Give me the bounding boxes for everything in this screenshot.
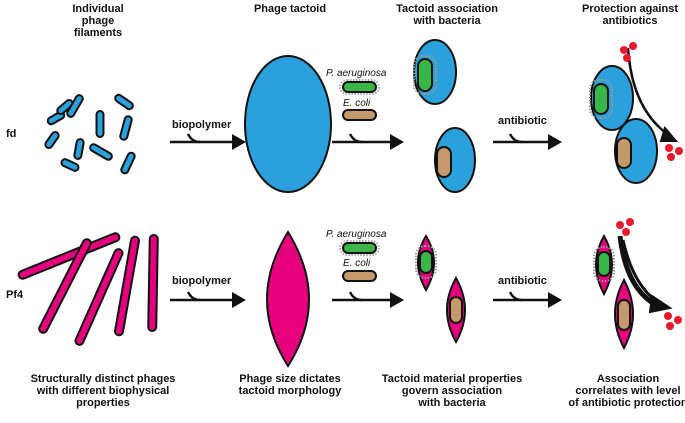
antibiotic-label-top: antibiotic: [498, 115, 547, 127]
biopolymer-label-top: biopolymer: [172, 119, 232, 131]
pf4-protection: [593, 233, 673, 351]
footer-phage-size: Phage size dictates tactoid morphology: [238, 373, 342, 397]
species-ec-top: E. coli: [343, 98, 371, 109]
fd-filaments: [44, 93, 136, 175]
header-tactoid-association: Tactoid association with bacteria: [396, 3, 498, 27]
species-ec-bottom: E. coli: [343, 258, 371, 269]
row-label-fd: fd: [6, 128, 17, 140]
pf4-filaments: [17, 232, 159, 346]
species-pa-bottom: P. aeruginosa: [326, 229, 387, 240]
biopolymer-label-bottom: biopolymer: [172, 275, 232, 287]
row-label-pf4: Pf4: [6, 289, 24, 301]
header-protection: Protection against antibiotics: [582, 3, 678, 27]
header-individual-phage: Individual phage filaments: [72, 3, 124, 39]
arrows: [170, 133, 548, 302]
arrowheads: [232, 134, 562, 308]
legend-bacteria: [339, 79, 380, 282]
pf4-tactoid: [266, 230, 310, 368]
fd-association: [413, 39, 476, 193]
footer-tactoid-material: Tactoid material properties govern assoc…: [381, 373, 523, 409]
antibiotic-label-bottom: antibiotic: [498, 275, 547, 287]
fd-protection: [589, 47, 679, 184]
antibiotic-molecules-bottom: [616, 218, 682, 330]
fd-tactoid: [244, 55, 332, 193]
footer-structurally-distinct: Structurally distinct phages with differ…: [30, 373, 176, 409]
species-pa-top: P. aeruginosa: [326, 68, 387, 79]
antibiotic-molecules-top: [620, 42, 683, 161]
footer-association: Association correlates with level of ant…: [568, 373, 685, 409]
header-phage-tactoid: Phage tactoid: [253, 3, 327, 15]
pf4-association: [415, 234, 466, 345]
